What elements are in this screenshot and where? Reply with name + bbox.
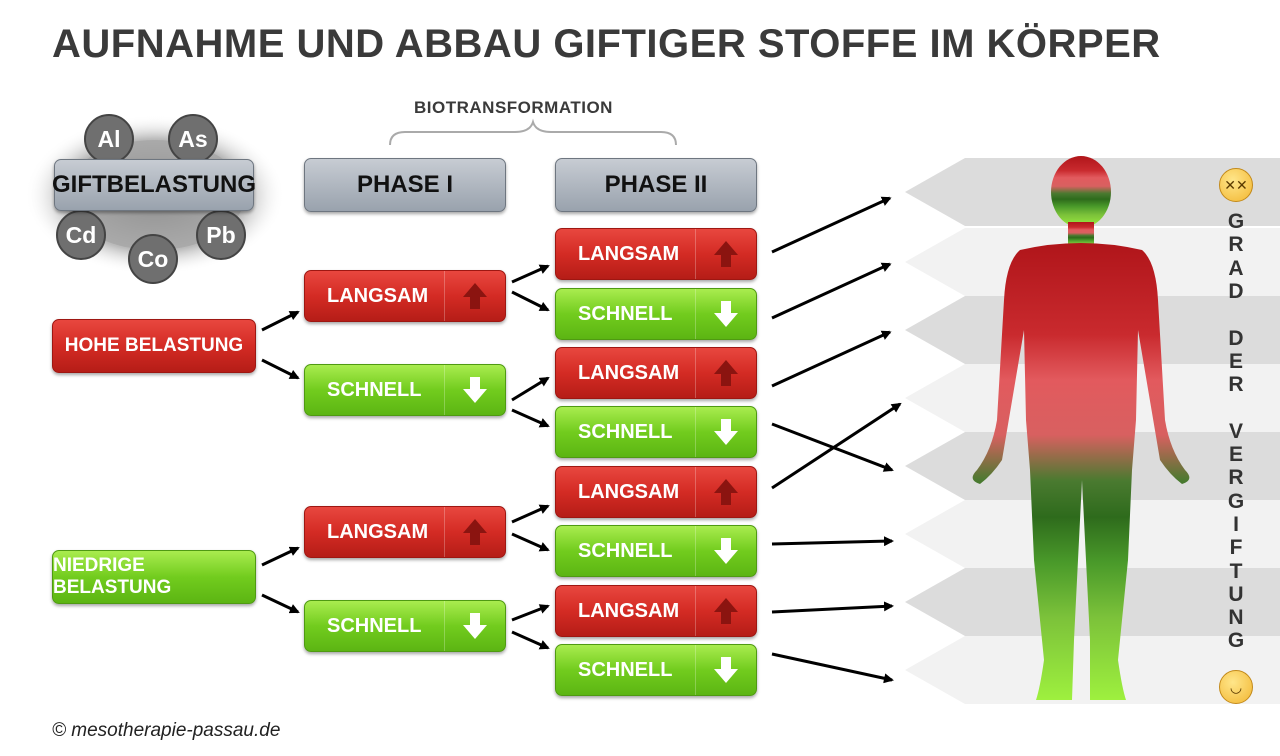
phase1-schnell-low: SCHNELL — [304, 600, 506, 652]
biotransformation-brace — [389, 118, 677, 146]
phase2-langsam-3: LANGSAM — [555, 466, 757, 518]
phase2-label: PHASE II — [604, 171, 708, 198]
scale-letter: D — [1228, 279, 1244, 303]
arrows-load-to-phase1 — [261, 310, 300, 614]
schnell-label: SCHNELL — [578, 658, 673, 681]
phase2-schnell-2: SCHNELL — [555, 406, 757, 458]
arrow-down-icon — [444, 365, 505, 415]
phase1-schnell-high: SCHNELL — [304, 364, 506, 416]
schnell-label: SCHNELL — [327, 378, 422, 401]
arrows-phase1-to-phase2 — [511, 264, 550, 650]
smiling-face-icon: ◡ — [1219, 670, 1253, 704]
giftbelastung-label: GIFTBELASTUNG — [52, 171, 256, 198]
arrow-up-icon — [695, 229, 756, 279]
arrow-up-icon — [444, 507, 505, 557]
copyright: © mesotherapie-passau.de — [52, 720, 281, 741]
arrow-down-icon — [695, 407, 756, 457]
niedrige-belastung-button: NIEDRIGE BELASTUNG — [52, 550, 256, 604]
scale-letter: V — [1228, 419, 1243, 443]
phase2-langsam-1: LANGSAM — [555, 228, 757, 280]
scale-letter: U — [1228, 582, 1244, 606]
niedrige-belastung-label: NIEDRIGE BELASTUNG — [53, 555, 172, 598]
phase2-schnell-3: SCHNELL — [555, 525, 757, 577]
element-as: As — [168, 114, 218, 164]
giftbelastung-box: GIFTBELASTUNG — [52, 159, 256, 211]
phase1-langsam-high: LANGSAM — [304, 270, 506, 322]
scale-letter: R — [1228, 233, 1244, 257]
scale-letter: D — [1228, 326, 1244, 350]
biotransformation-label: BIOTRANSFORMATION — [414, 98, 613, 117]
scale-letter: T — [1229, 559, 1243, 583]
langsam-label: LANGSAM — [578, 480, 680, 503]
langsam-label: LANGSAM — [578, 361, 680, 384]
langsam-label: LANGSAM — [578, 242, 680, 265]
schnell-label: SCHNELL — [578, 302, 673, 325]
arrow-down-icon — [444, 601, 505, 651]
human-body-figure — [972, 156, 1190, 700]
phase1-label: PHASE I — [356, 171, 454, 198]
phase2-schnell-4: SCHNELL — [555, 644, 757, 696]
schnell-label: SCHNELL — [327, 614, 422, 637]
scale-letter: E — [1228, 349, 1243, 373]
dizzy-face-icon: ✕✕ — [1219, 168, 1253, 202]
langsam-label: LANGSAM — [578, 599, 680, 622]
arrows-phase2-to-scale — [771, 196, 902, 684]
hohe-belastung-button: HOHE BELASTUNG — [52, 319, 256, 373]
langsam-label: LANGSAM — [327, 520, 429, 543]
phase2-langsam-2: LANGSAM — [555, 347, 757, 399]
page-title: AUFNAHME UND ABBAU GIFTIGER STOFFE IM KÖ… — [52, 22, 1161, 66]
scale-letter: N — [1228, 606, 1244, 630]
phase2-header: PHASE II — [555, 158, 757, 212]
schnell-label: SCHNELL — [578, 539, 673, 562]
langsam-label: LANGSAM — [327, 284, 429, 307]
arrow-up-icon — [695, 348, 756, 398]
scale-letter: G — [1227, 629, 1245, 653]
element-cd: Cd — [56, 210, 106, 260]
scale-letter: R — [1228, 466, 1244, 490]
element-co: Co — [128, 234, 178, 284]
arrow-down-icon — [695, 289, 756, 339]
phase2-langsam-4: LANGSAM — [555, 585, 757, 637]
arrow-up-icon — [695, 467, 756, 517]
scale-letter: R — [1228, 373, 1244, 397]
element-pb: Pb — [196, 210, 246, 260]
scale-letter: F — [1229, 536, 1243, 560]
arrow-down-icon — [695, 645, 756, 695]
scale-letter: G — [1227, 210, 1245, 233]
scale-letter: A — [1228, 256, 1244, 280]
phase1-header: PHASE I — [304, 158, 506, 212]
scale-letter: E — [1228, 443, 1243, 466]
arrow-down-icon — [695, 526, 756, 576]
arrow-up-icon — [695, 586, 756, 636]
phase1-langsam-low: LANGSAM — [304, 506, 506, 558]
scale-letter: G — [1227, 489, 1245, 513]
phase2-schnell-1: SCHNELL — [555, 288, 757, 340]
scale-letter: I — [1233, 512, 1239, 536]
schnell-label: SCHNELL — [578, 420, 673, 443]
hohe-belastung-label: HOHE BELASTUNG — [64, 335, 244, 356]
element-al: Al — [84, 114, 134, 164]
arrow-up-icon — [444, 271, 505, 321]
